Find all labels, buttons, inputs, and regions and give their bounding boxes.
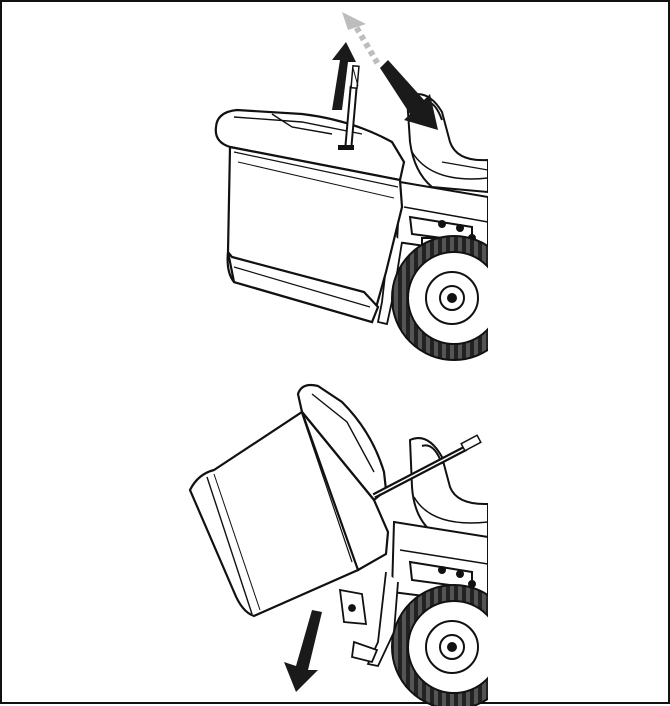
hinge-bracket	[340, 590, 377, 662]
seat	[410, 438, 488, 537]
rear-wheel-bottom	[392, 585, 516, 706]
grass-bag-closed	[216, 110, 404, 322]
arrow-down-right-icon	[380, 60, 438, 130]
panel-top-lift-lever	[216, 12, 516, 360]
arrow-down-left-icon	[284, 610, 322, 692]
panel-bottom-empty-bag	[190, 385, 516, 706]
rear-wheel-top	[392, 236, 516, 360]
grass-bag-tilted	[190, 385, 388, 616]
